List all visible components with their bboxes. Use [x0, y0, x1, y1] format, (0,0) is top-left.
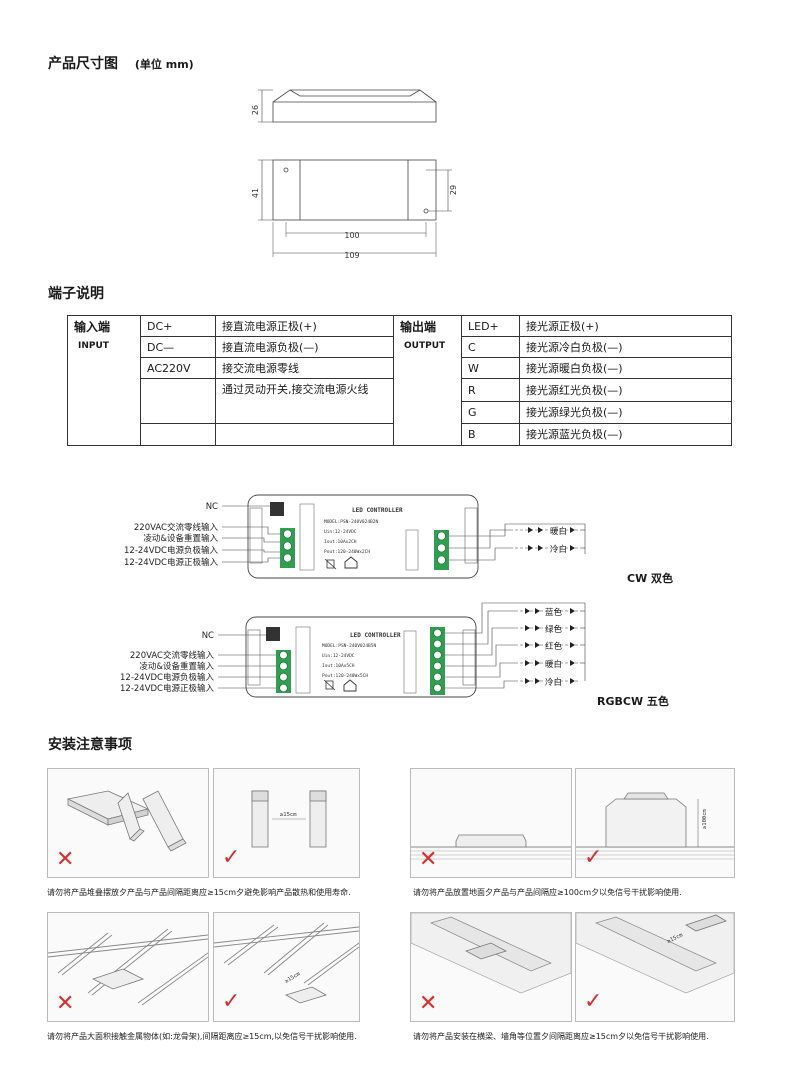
home-icon: [343, 679, 357, 692]
install-caption: 请勿将产品安装在横梁、墙角等位置夕间隔距离应≥15cm夕以免信号干扰影响使用.: [413, 1032, 709, 1041]
cw-label-reset: 凌动&设备重置输入: [143, 533, 218, 544]
cw-label-dcneg: 12-24VDC电源负极输入: [124, 545, 218, 556]
input-desc: 接直流电源负极(—): [215, 336, 394, 359]
cw-out-label: 暖白: [550, 526, 567, 537]
output-pin: LED+: [461, 314, 520, 338]
rgbcw-label-dcneg: 12-24VDC电源负极输入: [120, 672, 214, 683]
rgbcw-label-nc: NC: [202, 631, 214, 641]
input-header: 输入端 INPUT: [67, 315, 141, 446]
install-panel-floor-wrong: ✕: [410, 768, 572, 878]
cw-model-line: Uin:12-24VDC: [324, 529, 357, 535]
right-icon: ✓: [222, 989, 241, 1014]
right-icon: ✓: [222, 845, 241, 870]
input-pin: DC+: [140, 314, 216, 338]
dim-hole-v: 29: [449, 185, 458, 195]
spacing-label: ≥15cm: [284, 971, 302, 985]
cw-mode-label: CW 双色: [627, 572, 674, 585]
right-icon: ✓: [584, 845, 603, 870]
install-panel-metal-wrong: ✕: [47, 912, 209, 1022]
cw-out-label: 冷白: [550, 544, 567, 555]
install-panel-beam-wrong: ✕: [410, 912, 572, 1022]
dim-width: 41: [251, 188, 260, 198]
rgbcw-mode-label: RGBCW 五色: [597, 695, 669, 708]
cw-model-line: Iout:10Ax2CH: [324, 539, 357, 545]
output-desc: 接光源红光负极(—): [519, 378, 732, 402]
install-caption: 请勿将产品堆叠摆放夕产品与产品间隔距离应≥15cm夕避免影响产品散热和使用寿命.: [47, 888, 351, 897]
output-header: 输出端 OUTPUT: [393, 315, 462, 446]
install-panel-stack-right: ≥15cm ✓: [213, 768, 360, 878]
install-title: 安装注意事项: [48, 737, 132, 753]
terminals-title: 端子说明: [48, 286, 104, 302]
rgbcw-model-line: Iout:10Ax5CH: [322, 663, 355, 669]
dim-hole-h: 100: [344, 231, 359, 240]
output-desc: 接光源冷白负极(—): [519, 336, 732, 359]
input-pin: [140, 378, 216, 424]
home-icon: [344, 556, 358, 569]
install-caption: 请勿将产品放置地面夕产品与产品间隔应≥100cm夕以免信号干扰影响使用.: [413, 888, 682, 897]
install-caption: 请勿将产品大面积接触金属物体(如:龙骨架),间隔距离应≥15cm,以免信号干扰影…: [47, 1032, 357, 1041]
wrong-icon: ✕: [56, 847, 75, 872]
recycle-bin-icon: [324, 558, 337, 570]
height-label: ≥100cm: [702, 808, 708, 829]
output-desc: 接光源绿光负极(—): [519, 400, 732, 424]
input-desc: [215, 422, 394, 447]
rgbcw-model-line: MODEL:PSN-240V024B5N: [322, 643, 376, 649]
input-pin: [140, 422, 216, 447]
cw-device-title: LED CONTROLLER: [352, 507, 403, 514]
input-desc: 接交流电源零线: [215, 357, 394, 380]
rgbcw-label-ac: 220VAC交流零线输入: [130, 650, 215, 661]
wiring-cw: LED CONTROLLER MODEL:PSN-240V024B2N Uin:…: [124, 494, 586, 579]
recycle-bin-icon: [323, 679, 336, 691]
input-pin: DC—: [140, 336, 216, 359]
terminal-table: 输入端 INPUT DC+ 接直流电源正极(+) 输出端 OUTPUT LED+…: [67, 314, 732, 447]
output-pin: R: [461, 378, 520, 402]
rgbcw-out-label: 绿色: [545, 624, 563, 635]
output-pin: C: [461, 336, 520, 359]
rgbcw-out-label: 蓝色: [545, 607, 563, 618]
dimensions-title: 产品尺寸图 (单位 mm): [48, 56, 194, 72]
wrong-icon: ✕: [419, 991, 438, 1016]
dimension-drawing: 26 41 29 100 109: [251, 89, 458, 260]
cw-label-ac: 220VAC交流零线输入: [134, 522, 219, 533]
input-pin: AC220V: [140, 357, 216, 380]
dim-length: 109: [344, 251, 359, 260]
install-panel-stack-wrong: ✕: [47, 768, 209, 878]
rgbcw-device-title: LED CONTROLLER: [350, 632, 401, 639]
input-desc: 接直流电源正极(+): [215, 314, 394, 338]
wiring-rgbcw: LED CONTROLLER MODEL:PSN-240V024B5N Uin:…: [120, 602, 586, 698]
install-panel-beam-right: ≥15cm ✓: [575, 912, 735, 1022]
output-pin: G: [461, 400, 520, 424]
rgbcw-out-label: 暖白: [545, 659, 562, 670]
output-pin: B: [461, 422, 520, 447]
output-desc: 接光源蓝光负极(—): [519, 422, 732, 447]
spacing-label: ≥15cm: [280, 812, 297, 818]
input-desc: 通过灵动开关,接交流电源火线: [215, 378, 394, 424]
right-icon: ✓: [584, 989, 603, 1014]
output-pin: W: [461, 357, 520, 380]
rgbcw-label-dcpos: 12-24VDC电源正极输入: [120, 683, 214, 694]
wrong-icon: ✕: [419, 847, 438, 872]
rgbcw-out-label: 红色: [545, 641, 563, 652]
output-desc: 接光源正极(+): [519, 314, 732, 338]
output-desc: 接光源暖白负极(—): [519, 357, 732, 380]
rgbcw-out-label: 冷白: [545, 677, 562, 688]
dim-height: 26: [251, 105, 260, 115]
rgbcw-label-reset: 凌动&设备重置输入: [139, 661, 214, 672]
install-panel-metal-right: ≥15cm ✓: [213, 912, 360, 1022]
wrong-icon: ✕: [56, 991, 75, 1016]
install-panel-floor-right: ≥100cm ✓: [575, 768, 735, 878]
cw-model-line: Pout:120-240Wx2CH: [324, 549, 370, 555]
rgbcw-model-line: Pout:120-240Wx5CH: [322, 673, 368, 679]
cw-label-dcpos: 12-24VDC电源正极输入: [124, 557, 218, 568]
cw-model-line: MODEL:PSN-240V024B2N: [324, 519, 378, 525]
cw-label-nc: NC: [206, 502, 218, 512]
dimensions-unit: (单位 mm): [134, 58, 194, 71]
rgbcw-model-line: Uin:12-24VDC: [322, 653, 355, 659]
